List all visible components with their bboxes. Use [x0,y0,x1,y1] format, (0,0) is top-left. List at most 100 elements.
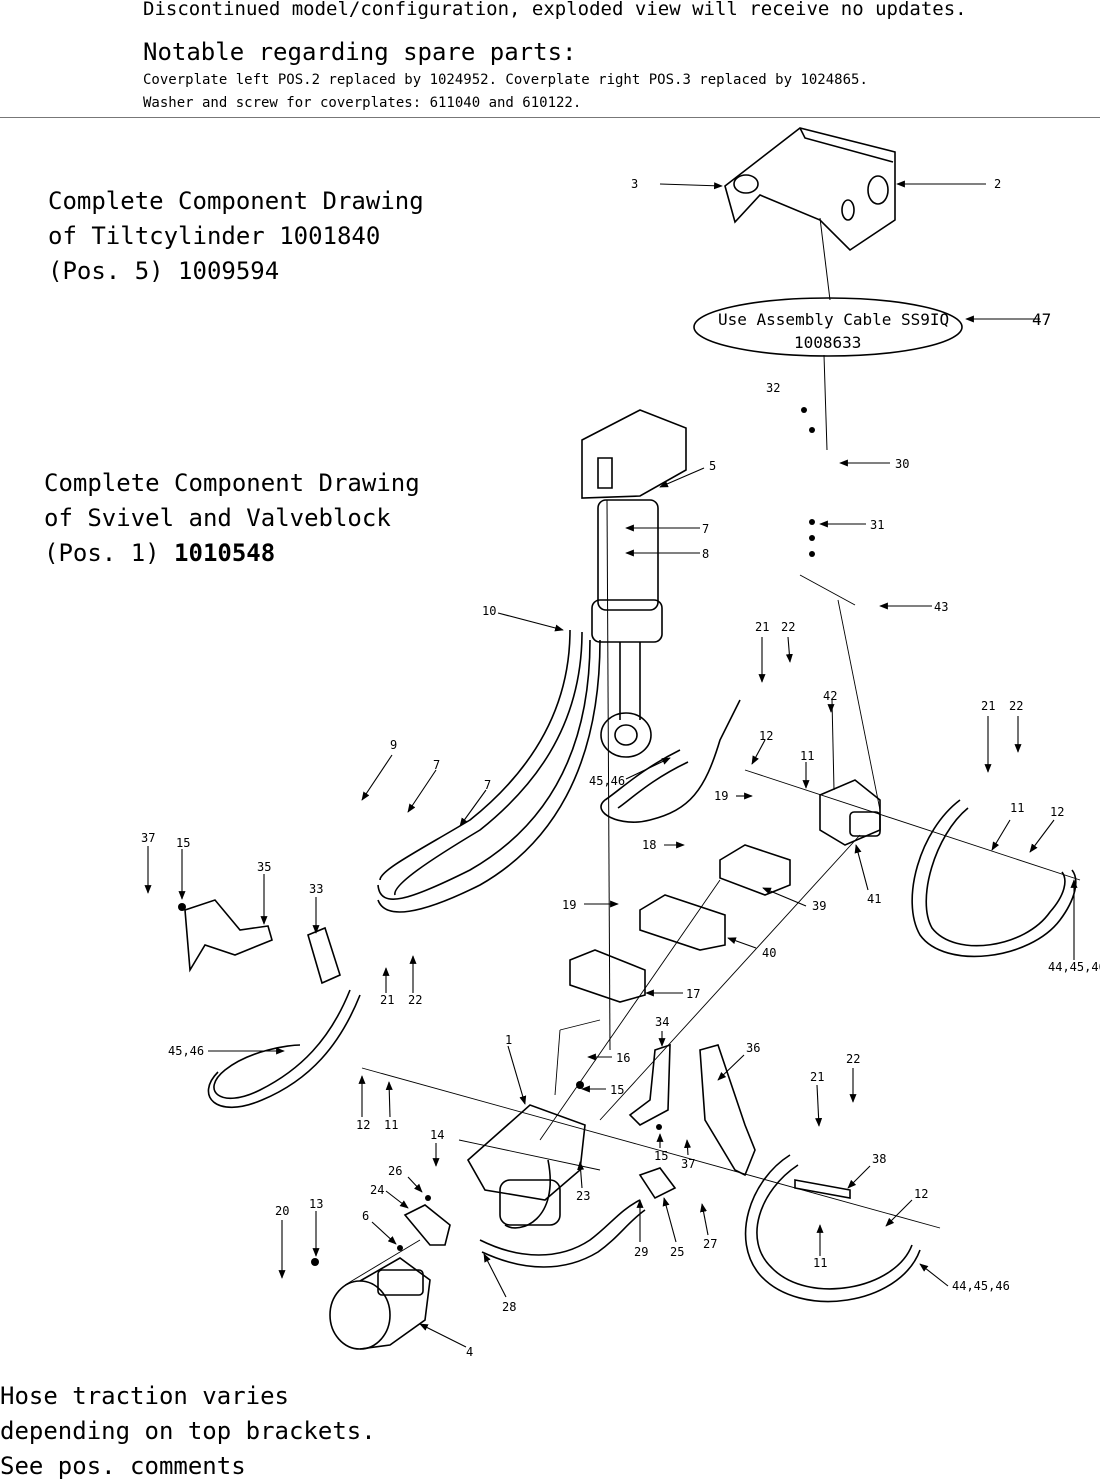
callout-7: 7 [484,778,491,792]
bracket-35-part [184,899,273,973]
callout-7: 7 [433,758,440,772]
callout-1: 1 [505,1033,512,1047]
callout-31: 31 [870,518,884,532]
callout-15: 15 [654,1149,668,1163]
bracket-34-part [628,1043,671,1126]
discontinued-note: Discontinued model/configuration, explod… [143,0,967,20]
valve-39-part [719,844,791,896]
callout-30: 30 [895,457,909,471]
callout-5: 5 [709,459,716,473]
callout-47: 47 [1032,310,1051,329]
callout-32: 32 [766,381,780,395]
hose-note-line-2: depending on top brackets. [0,1417,376,1445]
callout-8: 8 [702,547,709,561]
callout-21: 21 [981,699,995,713]
cable-note-outline [693,297,963,357]
bracket-33-part [307,926,341,985]
callout-37: 37 [141,831,155,845]
svivel-note-prefix: (Pos. 1) [44,539,175,567]
callout-44-45-46: 44,45,46 [952,1279,1010,1293]
callout-29: 29 [634,1245,648,1259]
svivel-valveblock-note: Complete Component Drawing of Svivel and… [44,466,420,571]
notable-title: Notable regarding spare parts: [143,38,577,66]
callout-11: 11 [1010,801,1024,815]
callout-22: 22 [781,620,795,634]
callout-labels: 3 2 32 5 30 7 8 31 43 10 21 22 42 21 22 … [141,177,1100,1359]
callout-39: 39 [812,899,826,913]
callout-21: 21 [755,620,769,634]
callout-26: 26 [388,1164,402,1178]
spare-parts-note-line-1: Coverplate left POS.2 replaced by 102495… [143,72,868,88]
callout-11: 11 [384,1118,398,1132]
tiltcylinder-part [581,409,687,1051]
cable-note-line-2: 1008633 [794,333,861,352]
tiltcylinder-note-line-2: of Tiltcylinder 1001840 [48,222,381,250]
bracket-24-part [403,1204,451,1246]
callout-11: 11 [813,1256,827,1270]
callout-21: 21 [380,993,394,1007]
callout-22: 22 [408,993,422,1007]
callout-3: 3 [631,177,638,191]
callout-19: 19 [714,789,728,803]
callout-44-45-46: 44,45,46 [1048,960,1100,974]
callout-22: 22 [846,1052,860,1066]
callout-45-46: 45,46 [168,1044,204,1058]
valve-41-part [819,779,881,846]
tiltcylinder-note: Complete Component Drawing of Tiltcylind… [48,184,424,289]
tiltcylinder-note-line-3: (Pos. 5) 1009594 [48,257,280,285]
callout-22: 22 [1009,699,1023,713]
hose-traction-note: Hose traction varies depending on top br… [0,1379,376,1484]
callout-19: 19 [562,898,576,912]
callout-35: 35 [257,860,271,874]
callout-36: 36 [746,1041,760,1055]
svivel-note-line-3: (Pos. 1) 1010548 [44,536,420,571]
callout-28: 28 [502,1300,516,1314]
callout-13: 13 [309,1197,323,1211]
swivel-valveblock-part [466,1104,586,1229]
callout-7: 7 [702,522,709,536]
callout-25: 25 [670,1245,684,1259]
header-divider [0,117,1100,118]
callout-10: 10 [482,604,496,618]
fasteners [178,407,815,1266]
callout-34: 34 [655,1015,669,1029]
valve-17-part [569,949,646,1003]
callout-27: 27 [703,1237,717,1251]
callout-12: 12 [356,1118,370,1132]
callout-43: 43 [934,600,948,614]
callout-33: 33 [309,882,323,896]
bracket-36-part [699,1044,756,1177]
callout-12: 12 [1050,805,1064,819]
callout-40: 40 [762,946,776,960]
cable-note: Use Assembly Cable SS9IQ 1008633 47 [718,310,1051,352]
tiltcylinder-note-line-1: Complete Component Drawing [48,187,424,215]
coverplate-part [724,127,896,252]
callout-12: 12 [759,729,773,743]
svivel-note-line-1: Complete Component Drawing [44,469,420,497]
spare-parts-note-line-2: Washer and screw for coverplates: 611040… [143,95,582,111]
callout-42: 42 [823,689,837,703]
block-25-part [638,1167,677,1200]
hose-note-line-3: See pos. comments [0,1452,246,1480]
svivel-note-number: 1010548 [174,539,276,567]
callout-14: 14 [430,1128,444,1142]
callout-16: 16 [616,1051,630,1065]
callout-21: 21 [810,1070,824,1084]
callout-20: 20 [275,1204,289,1218]
callout-41: 41 [867,892,881,906]
callout-4: 4 [466,1345,473,1359]
valve-40-part [639,894,726,951]
callout-9: 9 [390,738,397,752]
callout-23: 23 [576,1189,590,1203]
callout-18: 18 [642,838,656,852]
callout-12: 12 [914,1187,928,1201]
callout-6: 6 [362,1209,369,1223]
callout-11: 11 [800,749,814,763]
svivel-note-line-2: of Svivel and Valveblock [44,504,391,532]
callout-37: 37 [681,1157,695,1171]
callout-17: 17 [686,987,700,1001]
callout-38: 38 [872,1152,886,1166]
cable-note-line-1: Use Assembly Cable SS9IQ [718,310,949,329]
callout-24: 24 [370,1183,384,1197]
